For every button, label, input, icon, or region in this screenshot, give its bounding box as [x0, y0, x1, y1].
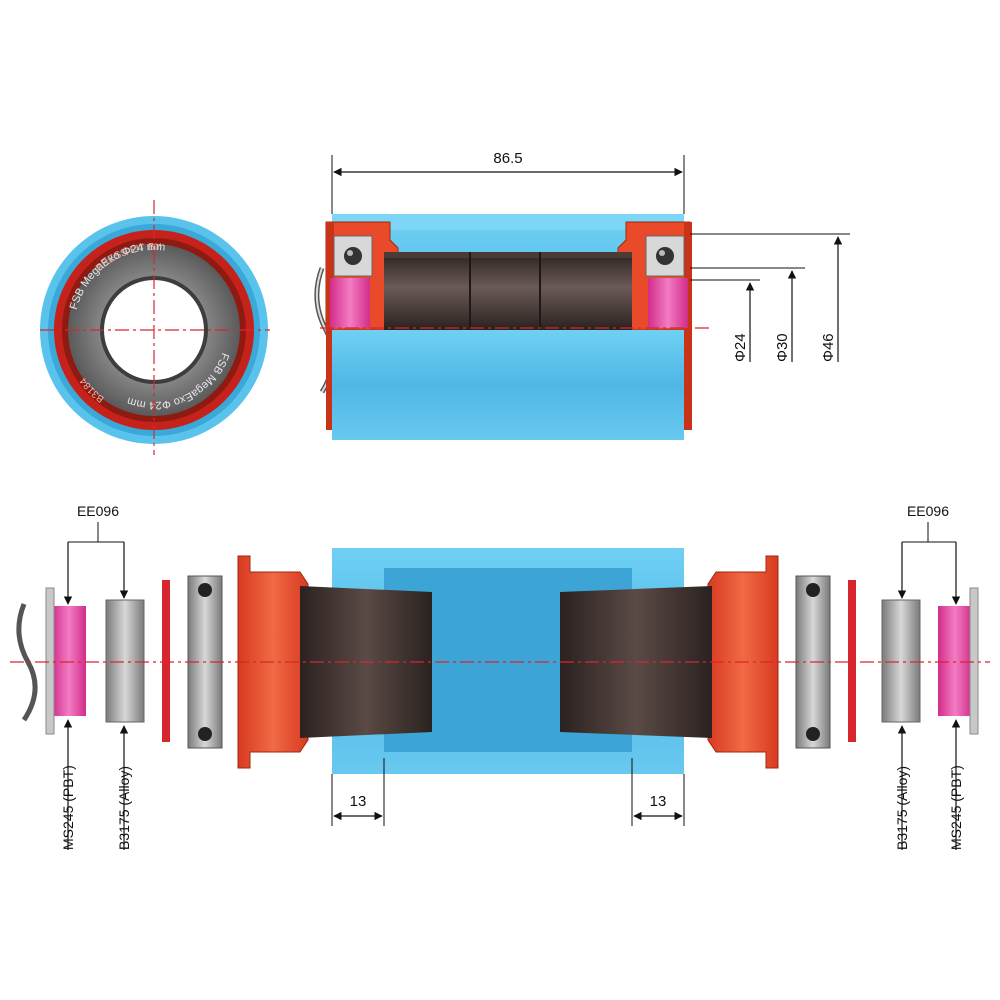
left-shim — [162, 580, 170, 742]
right-bearing-ball-bot — [806, 727, 820, 741]
right-pbt-seal — [938, 606, 972, 716]
label-left-alloy: B3175 (Alloy) — [116, 766, 132, 850]
right-bearing-ball — [656, 247, 674, 265]
dim-dia30: Φ30 — [774, 333, 791, 362]
right-bearing — [645, 235, 685, 277]
left-bearing-ball-hl — [347, 250, 353, 256]
exploded-view: 13 13 EE096 EE096 MS245 (PBT) B3175 (All… — [10, 503, 990, 850]
right-bearing-ball-hl — [659, 250, 665, 256]
right-pbt-flange — [969, 587, 979, 735]
shell-lower — [332, 330, 684, 440]
dim-total-width: 86.5 — [493, 150, 522, 167]
label-right-pbt: MS245 (PBT) — [948, 765, 964, 850]
right-bearing-ball-top — [806, 583, 820, 597]
left-pbt-seal — [52, 606, 86, 716]
left-bearing — [333, 235, 373, 277]
right-shim — [848, 580, 856, 742]
dim-dia46: Φ46 — [820, 333, 837, 362]
label-left-pbt: MS245 (PBT) — [60, 765, 76, 850]
left-bearing-ball-bot — [198, 727, 212, 741]
dim-left-offset: 13 — [350, 793, 367, 810]
left-bearing-ball — [344, 247, 362, 265]
dim-dia24: Φ24 — [732, 333, 749, 362]
dim-right-offset: 13 — [650, 793, 667, 810]
label-right-alloy: B3175 (Alloy) — [894, 766, 910, 850]
shell-top-edge — [332, 214, 684, 230]
section-view: 86.5 Φ24 Φ30 Φ46 — [314, 150, 850, 440]
left-pbt-flange — [45, 587, 55, 735]
inner-sleeve — [384, 252, 632, 330]
label-left-group: EE096 — [77, 503, 119, 519]
left-bearing-ball-top — [198, 583, 212, 597]
label-right-group: EE096 — [907, 503, 949, 519]
end-view: FSB MegaExo Φ24 mm FSB MegaExo Φ24 mm PR… — [40, 200, 270, 455]
inner-sleeve-edge — [384, 252, 632, 258]
right-seal — [648, 278, 688, 328]
right-alloy-sleeve — [881, 599, 921, 723]
left-seal — [330, 278, 370, 328]
left-alloy-sleeve — [105, 599, 145, 723]
